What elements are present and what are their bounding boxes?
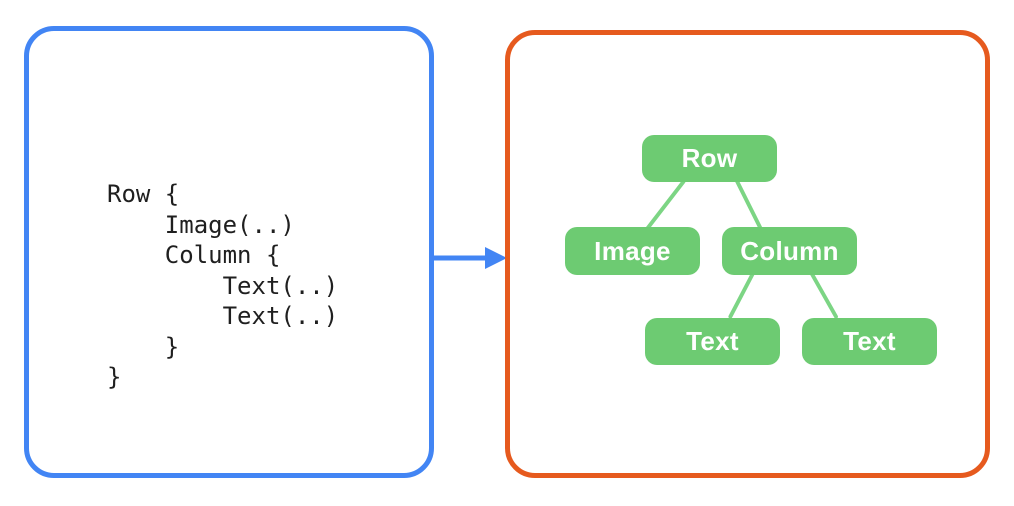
edge-column-text-2 — [808, 269, 838, 319]
code-line: Text(..) — [107, 302, 339, 330]
tree-node-text-1: Text — [645, 318, 780, 365]
edge-row-image — [645, 179, 686, 231]
tree-node-text-2: Text — [802, 318, 937, 365]
code-line: Row { — [107, 180, 180, 208]
edge-row-column — [735, 179, 763, 231]
code-line: Image(..) — [107, 210, 295, 239]
code-line: Text(..) — [107, 271, 339, 300]
code-panel: Row { Image(..) Column { Text(..) Text(.… — [24, 26, 434, 478]
tree-node-image: Image — [565, 227, 700, 275]
code-line: } — [107, 363, 122, 391]
tree-node-row: Row — [642, 135, 777, 182]
code-line: Column { — [107, 241, 281, 269]
code-block: Row { Image(..) Column { Text(..) Text(.… — [107, 179, 338, 393]
tree-node-column: Column — [722, 227, 857, 275]
tree-panel: Row Image Column Text Text — [505, 30, 990, 478]
tree-edges — [645, 179, 838, 319]
code-line: } — [107, 332, 180, 361]
right-arrow-icon — [434, 247, 507, 269]
edge-column-text-1 — [728, 269, 756, 319]
